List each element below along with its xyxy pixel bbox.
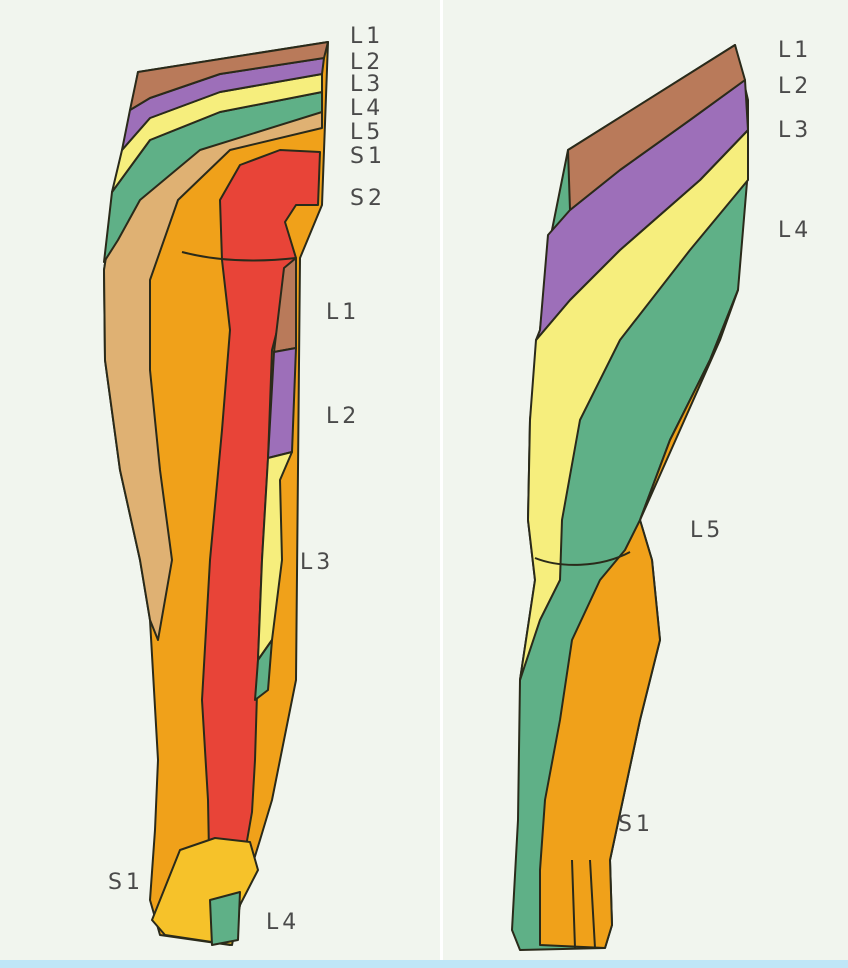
front-label-l2: L2	[350, 52, 384, 74]
front-label-l1: L1	[350, 26, 384, 48]
back-side-label-s1: S1	[618, 814, 654, 836]
front-side-label-l3: L3	[300, 552, 334, 574]
front-side-label-l1: L1	[326, 302, 360, 324]
front-label-s2: S2	[350, 188, 386, 210]
back-label-l2: L2	[778, 76, 812, 98]
front-label-l5: L5	[350, 122, 384, 144]
back-label-l4: L4	[778, 220, 812, 242]
front-bottom-label-s1: S1	[108, 872, 144, 894]
front-bottom-label-l4: L4	[266, 912, 300, 934]
back-label-l3: L3	[778, 120, 812, 142]
front-label-s1: S1	[350, 146, 386, 168]
back-label-l1: L1	[778, 40, 812, 62]
front-label-l3: L3	[350, 74, 384, 96]
back-side-label-l5: L5	[690, 520, 724, 542]
front-label-l4: L4	[350, 98, 384, 120]
front-side-label-l2: L2	[326, 406, 360, 428]
